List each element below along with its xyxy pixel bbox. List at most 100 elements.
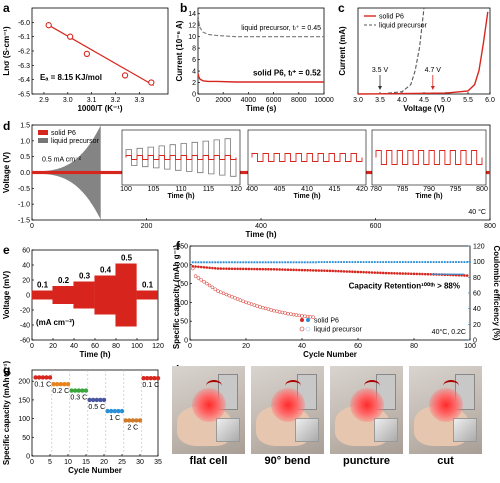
panel-f-ce-liquid (297, 261, 301, 264)
panel-d-legend-swatch-liquid (38, 138, 48, 143)
panel-a-point (83, 50, 91, 58)
panel-d-inset-x-tick-label: 795 (450, 186, 462, 193)
panel-d-inset-xlabel: Time (h) (293, 193, 320, 200)
panel-f-cap-solid (272, 268, 276, 271)
panel-f-cap-liquid (196, 276, 201, 280)
panel-e-step-1 (52, 286, 74, 304)
panel-b-xlabel: Time (s) (246, 104, 277, 113)
panel-e-y-tick-label: -40 (20, 323, 30, 330)
panel-f-cap-liquid (202, 279, 206, 284)
panel-f-cap-solid (213, 267, 217, 270)
panel-f-ce-liquid (286, 261, 290, 264)
panel-f-cap-solid (255, 267, 259, 271)
panel-f-ce-liquid (278, 261, 281, 264)
panel-g-frame (31, 369, 159, 457)
panel-f-cap-liquid (191, 266, 195, 271)
panel-c-x-tick-label: 6.0 (485, 97, 495, 104)
panel-f-ce-liquid (208, 261, 211, 264)
panel-g-point (155, 376, 161, 381)
panel-g-rate-label: 1 C (109, 415, 120, 422)
panel-f-ce-liquid (205, 261, 209, 264)
panel-f-ce-liquid (258, 261, 262, 264)
panel-d-inset-solid-wave (251, 153, 363, 162)
panel-f-ce-liquid (314, 261, 318, 264)
panel-f-cap-solid (239, 267, 242, 271)
panel-f-cap-liquid (277, 310, 282, 314)
panel-g-point (137, 418, 143, 423)
photo-2 (251, 366, 324, 454)
panel-f-legend-dot-liquid-red (299, 326, 305, 332)
panel-f-cap-solid (309, 268, 312, 272)
panel-g-x-tick-label: 20 (100, 459, 108, 466)
panel-g-point (47, 375, 53, 380)
wire-image (285, 380, 301, 392)
panel-f-ce-liquid (211, 261, 214, 264)
panel-f-cap-solid (292, 268, 295, 272)
panel-letter-a: a (3, 1, 10, 15)
panel-g-point (51, 382, 56, 387)
panel-b-y-tick-label: 0 (192, 92, 196, 99)
panel-g-point (98, 397, 103, 403)
panel-f-ce-liquid (199, 261, 203, 264)
panel-g-y-tick-label: 150 (18, 397, 30, 404)
panel-f-ce-solid (342, 260, 346, 264)
panel-f-cap-solid (264, 267, 267, 271)
panel-f-cap-solid (300, 268, 304, 272)
panel-f-ce-liquid (236, 261, 239, 264)
panel-e-x-tick-label: 0 (30, 343, 34, 350)
panel-f-ce-solid (387, 260, 390, 264)
panel-f-ce-solid (370, 260, 374, 264)
panel-b-y-tick-label: 4 (192, 69, 196, 76)
panel-d-inset-x-tick-label: 415 (329, 186, 341, 193)
panel-f-cap-solid (423, 272, 427, 276)
panel-f-y2-tick-label: 100 (473, 259, 485, 266)
panel-f-cap-solid (393, 271, 396, 275)
panel-g-point (127, 418, 132, 423)
panel-f-cap-liquid (261, 305, 265, 310)
panel-g-x-tick-label: 35 (154, 459, 162, 466)
led-glow-image (271, 388, 305, 422)
panel-a-annotation: Eₐ = 8.15 KJ/mol (40, 73, 102, 82)
panel-a-y-tick-label: -6.2 (18, 49, 30, 56)
panel-f-cap-solid (227, 267, 231, 271)
panel-c-x-tick-label: 4.5 (419, 97, 429, 104)
panel-f-ce-liquid (213, 261, 217, 264)
panel-d-inset-x-tick-label: 800 (476, 186, 488, 193)
panel-d-inset-x-tick-label: 780 (370, 186, 382, 193)
panel-d-y-tick-label: -0.5 (18, 186, 30, 193)
panel-f-cap-liquid (303, 314, 307, 318)
panel-f-ce-solid (440, 260, 444, 264)
panel-e-step-fill (137, 290, 158, 300)
panel-b-series-solid (197, 73, 324, 83)
panel-f-cap-solid (390, 271, 393, 275)
panel-d-inset-solid-wave (375, 150, 483, 165)
pouch-cell-image (374, 418, 398, 442)
panel-f-ce-solid (412, 260, 416, 264)
panel-f-cap-liquid (269, 308, 273, 312)
panel-letter-c: c (338, 1, 345, 15)
panel-f-ce-solid (449, 260, 452, 264)
panel-f-cap-solid (384, 271, 388, 275)
panel-d-legend-liquid: liquid precursor (51, 138, 100, 145)
panel-f-cap-solid (320, 269, 323, 272)
panel-d-inset-solid-wave (125, 155, 237, 160)
panel-f-ce-solid (466, 260, 469, 264)
panel-f-ce-liquid (244, 261, 248, 264)
panel-f-cap-solid (381, 271, 385, 275)
panel-g-point (37, 375, 42, 380)
panel-f-ce-liquid (311, 261, 315, 264)
panel-a-x-tick-label: 3.0 (63, 97, 73, 104)
panel-e-x-tick-label: 80 (112, 343, 120, 350)
panel-f-cap-solid (222, 267, 225, 270)
panel-e-y-tick-label: -20 (20, 308, 30, 315)
panel-f-ce-solid (393, 260, 396, 264)
panel-f-cap-liquid (286, 311, 290, 316)
panel-g-point (58, 382, 63, 387)
panel-g-x-tick-label: 5 (48, 459, 52, 466)
panel-b-x-tick-label: 6000 (266, 97, 282, 104)
panel-letter-d: d (3, 119, 10, 133)
panel-f-legend-solid: solid P6 (314, 318, 339, 325)
panel-e-ylabel: Voltage (mV) (2, 271, 11, 320)
panel-d-ylabel: Voltage (V) (2, 152, 11, 194)
